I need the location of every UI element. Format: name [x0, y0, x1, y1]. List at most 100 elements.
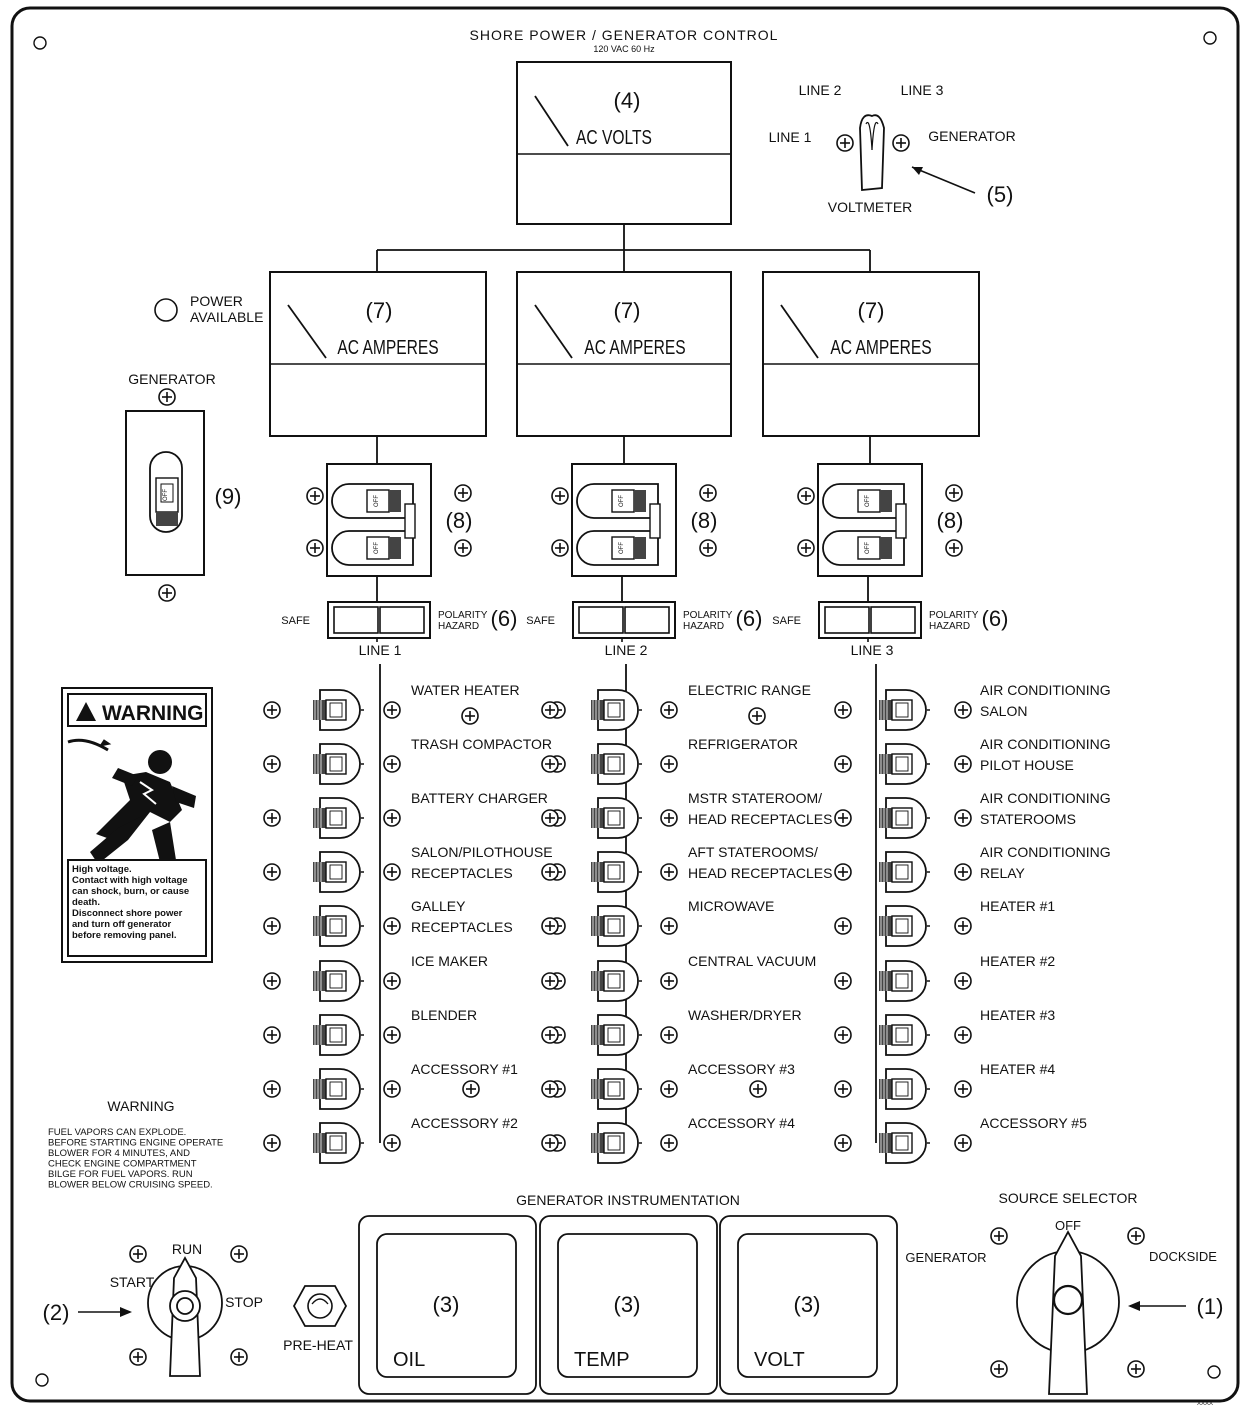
circuit-label: HEATER #3 [980, 1007, 1055, 1023]
warning-decal: ! WARNING High voltage.Contact with high… [61, 687, 213, 963]
line-label: LINE 3 [851, 642, 894, 658]
start-stop-switch[interactable]: RUN START STOP (2) [43, 1241, 263, 1377]
voltmeter-selector-label: VOLTMETER [828, 199, 913, 215]
branch-breaker[interactable]: WATER HEATER [263, 682, 520, 731]
branch-breaker[interactable]: TRASH COMPACTOR [263, 736, 552, 785]
screw-icon [954, 755, 972, 773]
screw-icon [541, 1080, 559, 1098]
branch-breaker[interactable]: REFRIGERATOR [548, 736, 798, 785]
circuit-label: AIR CONDITIONING [980, 790, 1111, 806]
breaker-toggle-icon: OFF [331, 530, 414, 566]
branch-breaker[interactable]: ACCESSORY #4 [548, 1115, 795, 1164]
branch-breaker[interactable]: AFT STATEROOMS/HEAD RECEPTACLES [548, 844, 832, 893]
polarity-hazard-label: HAZARD [683, 621, 724, 632]
branch-breaker[interactable]: BLENDER [263, 1007, 477, 1056]
branch-breaker[interactable]: CENTRAL VACUUM [548, 953, 816, 1002]
power-available-indicator: POWER AVAILABLE [154, 293, 263, 325]
fuel-warning-line: FUEL VAPORS CAN EXPLODE. [48, 1127, 186, 1138]
polarity-hazard-label: POLARITY [683, 610, 733, 621]
circuit-label: REFRIGERATOR [688, 736, 798, 752]
branch-breaker[interactable]: HEATER #1 [878, 898, 1055, 947]
branch-breaker[interactable]: ACCESSORY #3 [548, 1061, 795, 1110]
source-selector-off: OFF [1055, 1218, 1081, 1233]
branch-breaker[interactable]: HEATER #4 [878, 1061, 1055, 1110]
gauge-label: OIL [393, 1349, 425, 1371]
fuel-warning-line: BILGE FOR FUEL VAPORS. RUN [48, 1169, 193, 1180]
screw-icon [263, 809, 281, 827]
warning-decal-title: WARNING [102, 702, 204, 725]
circuit-label: HEATER #4 [980, 1061, 1055, 1077]
branch-breaker[interactable]: HEATER #3 [878, 1007, 1055, 1056]
screw-icon [454, 484, 472, 502]
branch-circuits: WATER HEATER TRASH COMPACTOR BATTERY CHARG… [263, 664, 1111, 1164]
ammeter-label: AC AMPERES [830, 336, 931, 358]
screw-icon [306, 539, 324, 557]
circuit-label: PILOT HOUSE [980, 757, 1074, 773]
voltmeter-selector-generator: GENERATOR [928, 128, 1015, 144]
switch-stop-label: STOP [225, 1294, 263, 1310]
branch-breaker[interactable]: WASHER/DRYER [548, 1007, 802, 1056]
source-selector-callout: (1) [1197, 1294, 1224, 1319]
power-available-line2: AVAILABLE [190, 309, 263, 325]
screw-icon [660, 863, 678, 881]
source-selector-generator: GENERATOR [905, 1250, 986, 1265]
screw-icon [834, 1134, 852, 1152]
branch-breaker[interactable]: MICROWAVE [548, 898, 774, 947]
screw-icon [541, 701, 559, 719]
branch-breaker[interactable]: ACCESSORY #2 [263, 1115, 518, 1164]
branch-breaker[interactable]: BATTERY CHARGER [263, 790, 548, 839]
panel-title: SHORE POWER / GENERATOR CONTROL [470, 27, 779, 43]
circuit-label: SALON [980, 703, 1027, 719]
screw-icon [541, 755, 559, 773]
branch-breaker[interactable]: ELECTRIC RANGE [548, 682, 811, 731]
screw-icon [660, 809, 678, 827]
gauge-label: VOLT [754, 1349, 805, 1371]
screw-icon [306, 487, 324, 505]
voltmeter-selector[interactable]: LINE 2 LINE 3 LINE 1 GENERATOR VOLTMETER… [769, 82, 1016, 215]
screw-icon [834, 1026, 852, 1044]
source-selector[interactable]: SOURCE SELECTOR OFF GENERATOR DOCKSIDE (… [905, 1190, 1224, 1395]
fuel-warning-line: BEFORE STARTING ENGINE OPERATE [48, 1138, 223, 1149]
branch-breaker[interactable]: ICE MAKER [263, 953, 488, 1002]
generator-switch[interactable]: GENERATOR OFF (9) [125, 371, 242, 602]
generator-switch-callout: (9) [215, 484, 242, 509]
mounting-hole-icon [1203, 31, 1217, 45]
circuit-label: AIR CONDITIONING [980, 736, 1111, 752]
polarity-callout: (6) [491, 606, 518, 631]
branch-breaker[interactable]: ACCESSORY #1 [263, 1061, 518, 1110]
preheat-button[interactable]: PRE-HEAT [283, 1285, 353, 1353]
preheat-label: PRE-HEAT [283, 1337, 353, 1353]
screw-icon [834, 863, 852, 881]
gauge-callout: (3) [794, 1292, 821, 1317]
branch-breaker[interactable]: HEATER #2 [878, 953, 1055, 1002]
circuit-label: WASHER/DRYER [688, 1007, 802, 1023]
screw-icon [230, 1348, 248, 1366]
branch-breaker[interactable]: MSTR STATEROOM/HEAD RECEPTACLES [548, 790, 832, 839]
instrumentation-title: GENERATOR INSTRUMENTATION [516, 1192, 740, 1208]
hazard-lamp-icon [870, 606, 916, 634]
screw-icon [541, 1134, 559, 1152]
screw-icon [660, 701, 678, 719]
screw-icon [954, 863, 972, 881]
screw-icon [383, 863, 401, 881]
screw-icon [954, 972, 972, 990]
branch-breaker[interactable]: AIR CONDITIONING PILOT HOUSE [878, 736, 1111, 785]
generator-switch-label: GENERATOR [128, 371, 215, 387]
screw-icon [383, 917, 401, 935]
polarity-callout: (6) [736, 606, 763, 631]
screw-icon [263, 917, 281, 935]
branch-breaker[interactable]: ACCESSORY #5 [878, 1115, 1087, 1164]
polarity-hazard-label: HAZARD [929, 621, 970, 632]
circuit-label: ACCESSORY #1 [411, 1061, 518, 1077]
